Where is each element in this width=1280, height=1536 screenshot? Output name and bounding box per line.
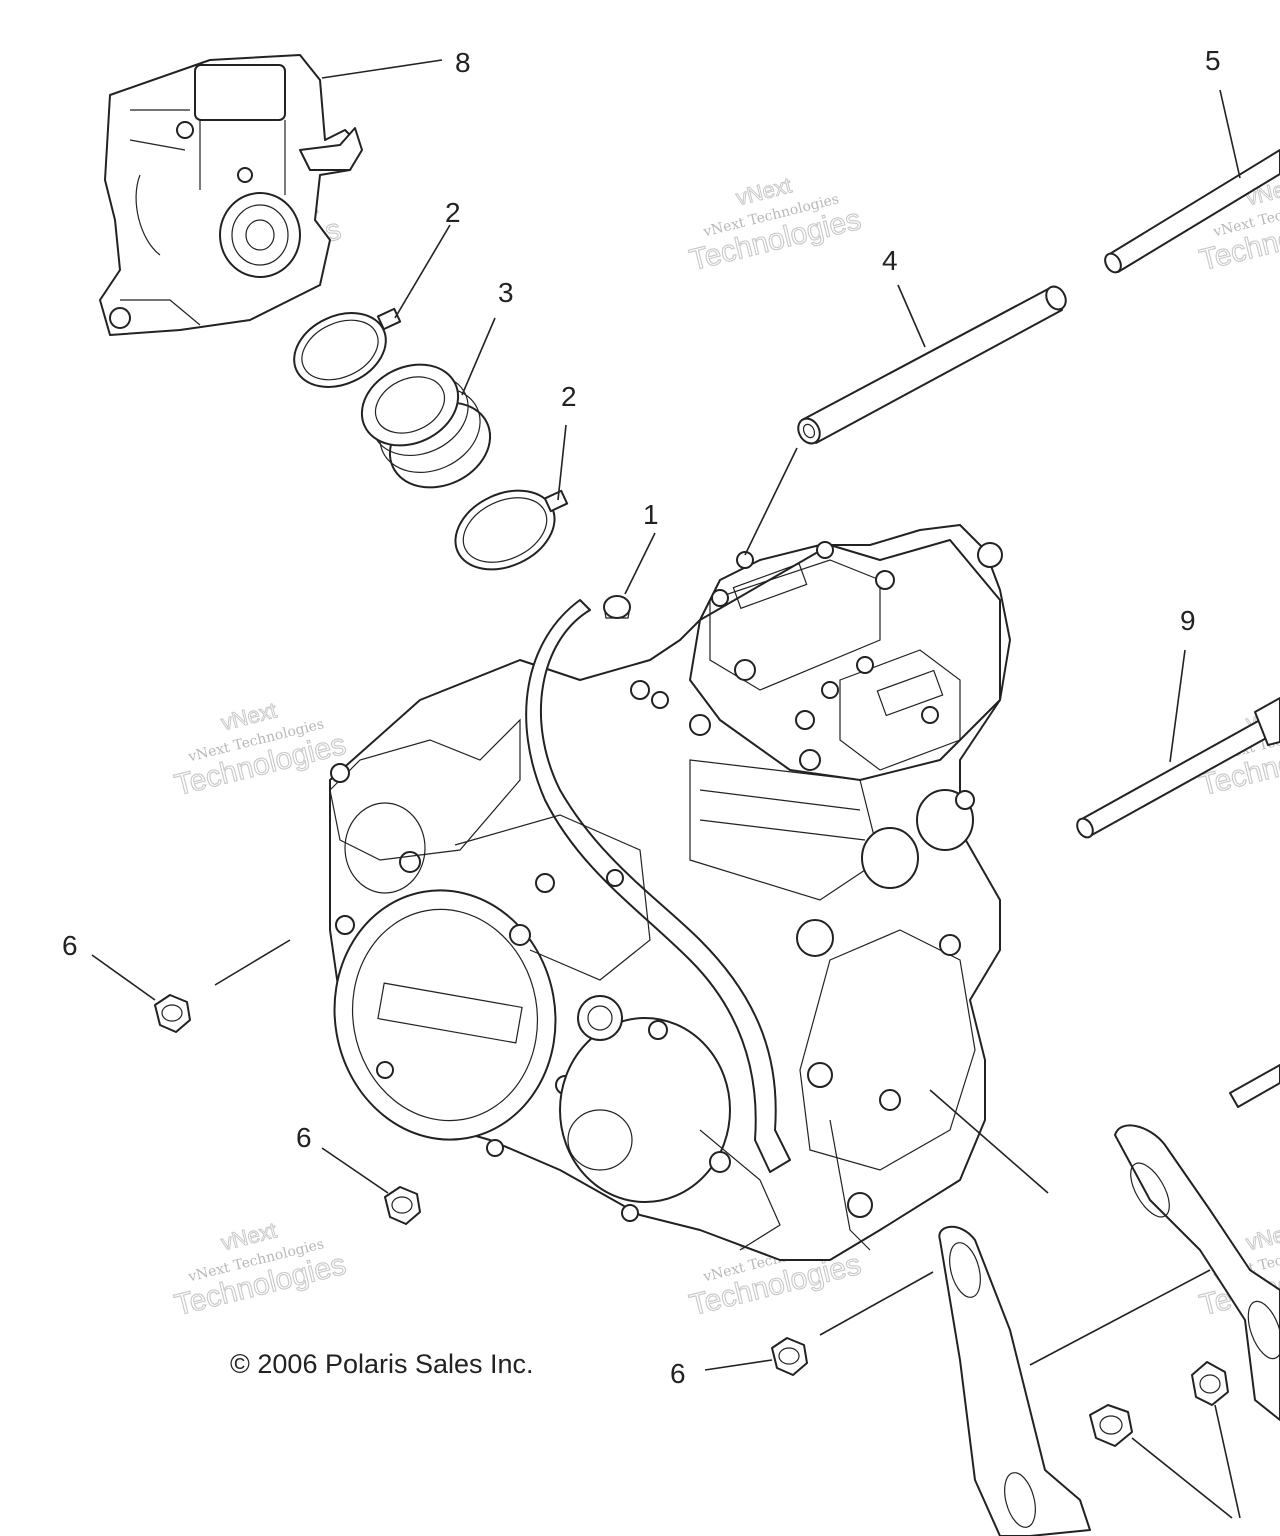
watermark: vNext vNext Technologies Technologies bbox=[171, 1217, 350, 1323]
leader-line-4 bbox=[897, 284, 926, 348]
callout-6-middle: 6 bbox=[296, 1122, 312, 1153]
callout-labels: 8 5 2 3 4 2 1 9 6 6 6 bbox=[62, 45, 1221, 1389]
callout-5: 5 bbox=[1205, 45, 1221, 76]
watermark-text: vNext bbox=[1243, 1217, 1280, 1255]
flange-nut-5 bbox=[1089, 1404, 1133, 1447]
leader-lines bbox=[91, 59, 1241, 1519]
watermark: vNext vNext Technologies Technologies bbox=[686, 172, 865, 278]
callout-3: 3 bbox=[498, 277, 514, 308]
leader-line-6c-axis bbox=[819, 1271, 934, 1336]
leader-line-2a bbox=[394, 224, 451, 319]
copyright-notice: © 2006 Polaris Sales Inc. bbox=[230, 1349, 534, 1379]
callout-6-left: 6 bbox=[62, 930, 78, 961]
engine-mount-bracket-front bbox=[938, 1225, 1091, 1536]
leader-line-6a-axis bbox=[214, 939, 291, 986]
leader-line-bracket-axis bbox=[1029, 1269, 1211, 1366]
leader-line-8 bbox=[321, 59, 443, 79]
engine-mount-bracket-rear bbox=[1114, 1124, 1280, 1421]
throttle-body-assembly bbox=[99, 54, 363, 336]
flange-nut-3 bbox=[771, 1337, 808, 1376]
mounting-bolt-partial bbox=[1229, 1064, 1280, 1108]
vent-cap bbox=[603, 595, 631, 619]
flange-nut-2 bbox=[384, 1186, 421, 1225]
leader-line-1 bbox=[624, 532, 656, 595]
intake-boot bbox=[360, 363, 492, 489]
callout-4: 4 bbox=[882, 245, 898, 276]
leader-line-nut-4 bbox=[1131, 1437, 1233, 1519]
leader-line-4b bbox=[744, 447, 798, 556]
flange-nut-1 bbox=[154, 994, 191, 1033]
engine-assembly bbox=[329, 524, 1011, 1261]
watermark: vNext vNext Technologies Technologies bbox=[171, 697, 350, 803]
leader-line-6c bbox=[704, 1359, 773, 1371]
leader-line-nut-5 bbox=[1214, 1404, 1241, 1519]
callout-2-lower: 2 bbox=[561, 381, 577, 412]
callout-1: 1 bbox=[643, 499, 659, 530]
leader-line-2b bbox=[557, 424, 567, 501]
leader-line-bolt-axis bbox=[929, 1089, 1049, 1194]
callout-8: 8 bbox=[455, 47, 471, 78]
leader-line-6a bbox=[91, 954, 156, 1001]
callout-6-bottom: 6 bbox=[670, 1358, 686, 1389]
flange-nut-4 bbox=[1191, 1361, 1229, 1406]
leader-line-6b bbox=[321, 1147, 389, 1194]
callout-9: 9 bbox=[1180, 605, 1196, 636]
hose-clamp-upper bbox=[293, 307, 402, 388]
leader-line-3 bbox=[461, 317, 496, 396]
mounting-bolt-9 bbox=[1076, 697, 1280, 839]
leader-line-9 bbox=[1169, 649, 1186, 763]
mounting-tube-5 bbox=[1104, 149, 1280, 274]
callout-2-upper: 2 bbox=[445, 197, 461, 228]
leader-line-5 bbox=[1219, 89, 1241, 179]
mounting-tube-4 bbox=[797, 285, 1067, 445]
hose-clamp-lower bbox=[454, 489, 569, 571]
